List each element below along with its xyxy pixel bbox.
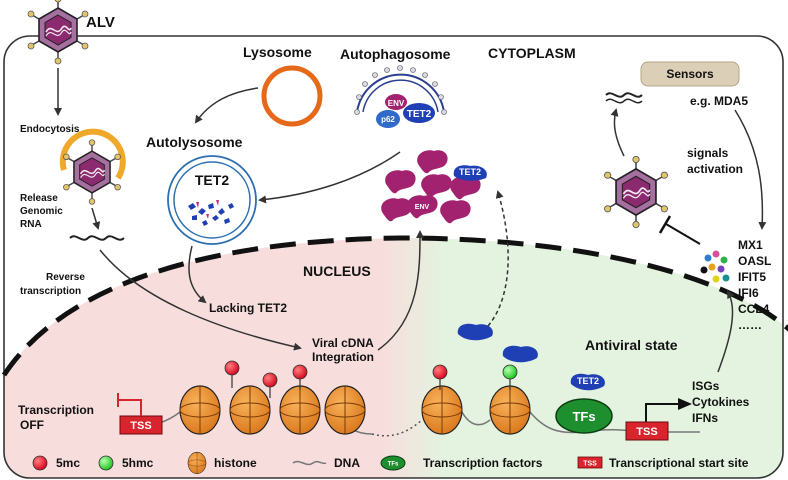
nuclear-envelope bbox=[1, 235, 788, 377]
transcription-blocked-icon bbox=[117, 393, 142, 416]
inhibition-line bbox=[665, 223, 701, 245]
output-item: IFNs bbox=[692, 411, 718, 425]
reverse-label-1: Reverse bbox=[46, 272, 85, 283]
release-label-2: Genomic bbox=[20, 206, 63, 217]
genomic-rna-icon bbox=[69, 235, 125, 241]
dna-linker-dotted bbox=[371, 419, 423, 437]
transcription-off-label-2: OFF bbox=[20, 418, 44, 432]
transcription-start-arrow bbox=[645, 398, 692, 422]
isg-item: IFIT5 bbox=[738, 270, 766, 284]
autophagosome-label: Autophagosome bbox=[340, 46, 451, 62]
sensor-rna-icon-2 bbox=[605, 98, 643, 104]
lysosome-icon bbox=[261, 65, 323, 127]
arrow-integration-to-cytoplasm bbox=[377, 230, 424, 351]
dashed-arrow-tet2-export bbox=[487, 190, 509, 327]
signals-label-2: activation bbox=[687, 162, 743, 176]
methylation-marks bbox=[224, 360, 518, 398]
legend-tf-label: Transcription factors bbox=[423, 456, 543, 470]
tss-label-right: TSS bbox=[636, 426, 657, 438]
env-cluster-label: ENV bbox=[415, 204, 430, 211]
autophagosome-p62-label: p62 bbox=[381, 115, 395, 124]
autophagosome-icon bbox=[354, 65, 447, 128]
output-item: Cytokines bbox=[692, 395, 750, 409]
autolysosome-tet2-label: TET2 bbox=[195, 172, 229, 188]
arrow-to-rna bbox=[91, 207, 101, 230]
legend-tf-icon-label: TFs bbox=[388, 462, 399, 468]
legend-dna-icon bbox=[292, 460, 327, 466]
tss-box-right bbox=[625, 421, 669, 441]
cell-membrane bbox=[3, 35, 784, 479]
isg-item: CCL4 bbox=[738, 302, 770, 316]
arrow-to-integration bbox=[99, 249, 302, 351]
legend-tss-icon-label: TSS bbox=[583, 461, 597, 468]
sensors-box bbox=[640, 61, 740, 87]
endosome-virus-icon bbox=[59, 128, 126, 206]
legend-tss-icon bbox=[577, 456, 603, 469]
tet2-protein-icon bbox=[453, 165, 487, 181]
cytoplasm-label: CYTOPLASM bbox=[488, 45, 576, 61]
tfs-label: TFs bbox=[572, 409, 595, 424]
nuclear-tet2-blobs bbox=[457, 323, 605, 391]
legend-5hmc-label: 5hmc bbox=[122, 456, 154, 470]
autophagosome-tet2-label: TET2 bbox=[407, 109, 432, 120]
legend-histone-label: histone bbox=[214, 456, 257, 470]
isg-item: …… bbox=[738, 318, 762, 332]
lacking-tet2-label: Lacking TET2 bbox=[209, 301, 287, 315]
isg-item: IFI6 bbox=[738, 286, 759, 300]
arrow-outputs-to-isgs bbox=[717, 290, 735, 373]
autophagosome-env-label: ENV bbox=[388, 99, 405, 108]
isg-item: MX1 bbox=[738, 238, 763, 252]
isg-protein-dots bbox=[700, 250, 730, 283]
arrow-virus-to-sensors bbox=[610, 108, 625, 157]
mda5-label: e.g. MDA5 bbox=[690, 94, 748, 108]
arrow-proteins-to-autolysosome bbox=[258, 151, 401, 204]
inhibition-bar bbox=[658, 215, 672, 234]
release-label-1: Release bbox=[20, 193, 58, 204]
sensor-rna-icon bbox=[605, 92, 643, 98]
autolysosome-icon bbox=[167, 155, 257, 245]
legend-5mc-icon bbox=[32, 455, 48, 471]
sensors-label: Sensors bbox=[666, 67, 714, 81]
lysosome-label: Lysosome bbox=[243, 44, 312, 60]
endocytosis-label: Endocytosis bbox=[20, 124, 80, 135]
antiviral-state-label: Antiviral state bbox=[585, 337, 678, 353]
signals-label-1: signals bbox=[687, 146, 729, 160]
legend-tss-label: Transcriptional start site bbox=[609, 456, 749, 470]
legend-tf-icon bbox=[380, 455, 406, 471]
autolysosome-label: Autolysosome bbox=[146, 134, 243, 150]
arrow-sensors-to-isgs bbox=[734, 109, 767, 230]
transcription-off-label-1: Transcription bbox=[18, 403, 94, 417]
legend-5mc-label: 5mc bbox=[56, 456, 80, 470]
legend-histone-icon bbox=[187, 451, 207, 475]
release-label-3: RNA bbox=[20, 219, 42, 230]
nuclear-tet2-label: TET2 bbox=[577, 376, 599, 386]
reverse-label-2: transcription bbox=[20, 286, 81, 297]
integration-label-1: Viral cDNA bbox=[312, 336, 374, 350]
alv-label: ALV bbox=[86, 14, 115, 31]
legend-5hmc-icon bbox=[98, 455, 114, 471]
tfs-icon bbox=[555, 398, 613, 434]
legend-dna-label: DNA bbox=[334, 456, 360, 470]
integration-label-2: Integration bbox=[312, 350, 374, 364]
isg-item: OASL bbox=[738, 254, 771, 268]
arrow-to-lacking-tet2 bbox=[188, 245, 207, 304]
tet2-protein-label: TET2 bbox=[459, 167, 481, 177]
tss-label-left: TSS bbox=[130, 420, 151, 432]
legend: 5mc 5hmc histone DNA TFs Transcription f… bbox=[32, 451, 749, 475]
nucleus-label: NUCLEUS bbox=[303, 263, 371, 279]
output-item: ISGs bbox=[692, 379, 720, 393]
arrow-lysosome-to-autolysosome bbox=[194, 87, 259, 124]
